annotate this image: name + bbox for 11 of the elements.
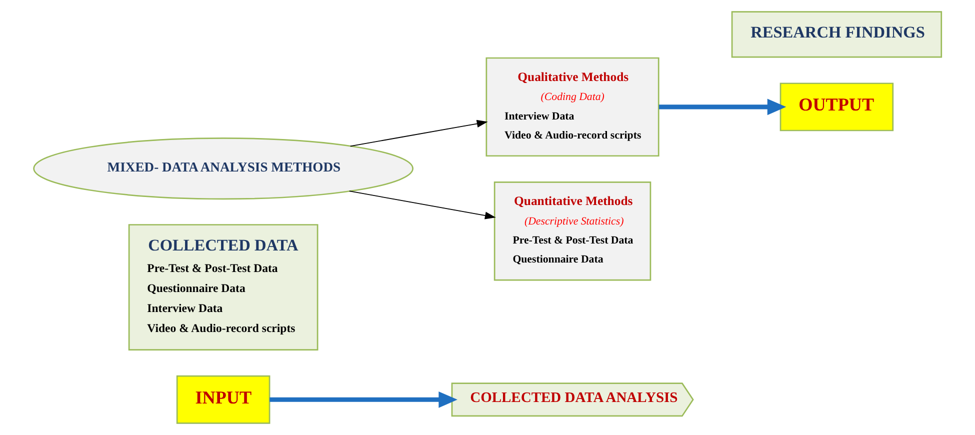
node-box: Quantitative Methods (Descriptive Statistics) Pre-Test & Post-Test Data Questionnaire Data [494,181,652,281]
node-box: COLLECTED DATA Pre-Test & Post-Test Data Questionnaire Data Interview Data Video & Audio-record scripts [128,224,318,350]
node-ellipse: MIXED- DATA ANALYSIS METHODS [33,138,414,200]
node-box: RESEARCH FINDINGS [731,11,942,58]
arrow [350,120,488,147]
arrow [270,391,458,408]
arrow [348,190,496,220]
node-box: Qualitative Methods (Coding Data) Interview Data Video & Audio-record scripts [486,57,660,157]
node-box: OUTPUT [780,82,894,132]
arrow [658,98,786,116]
node-box: INPUT [176,375,270,424]
